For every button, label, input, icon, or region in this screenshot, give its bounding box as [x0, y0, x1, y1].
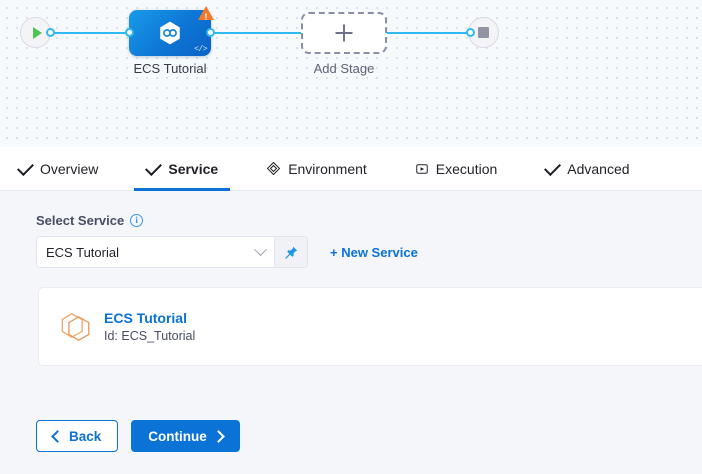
service-card-text: ECS Tutorial Id: ECS_Tutorial [104, 310, 195, 343]
tab-execution[interactable]: Execution [415, 147, 497, 191]
tab-advanced-label: Advanced [567, 160, 630, 177]
service-select-value: ECS Tutorial [46, 244, 119, 260]
connector-add-to-end [384, 32, 472, 34]
pipeline-canvas[interactable]: ! </> ECS Tutorial Add Stage [0, 0, 702, 147]
back-button-label: Back [69, 428, 102, 444]
check-icon [17, 158, 34, 176]
tab-service-label: Service [168, 160, 219, 177]
code-badge-icon[interactable]: </> [194, 45, 207, 54]
plus-icon-vertical [343, 24, 345, 42]
diamond-icon [266, 161, 281, 176]
service-card-id: Id: ECS_Tutorial [104, 329, 196, 343]
back-button[interactable]: Back [36, 420, 119, 452]
tab-overview-label: Overview [40, 160, 99, 177]
form-actions: Back Continue [36, 420, 240, 452]
service-hexagon-icon [61, 312, 90, 341]
add-stage-label: Add Stage [313, 61, 375, 76]
add-stage-button[interactable] [301, 12, 387, 54]
service-card-title[interactable]: ECS Tutorial [104, 310, 187, 326]
stage-node-label: ECS Tutorial [133, 61, 207, 76]
tab-service[interactable]: Service [134, 147, 230, 191]
pin-button[interactable] [274, 237, 307, 267]
connector-stage-to-add [208, 32, 306, 34]
tab-environment[interactable]: Environment [266, 147, 367, 191]
harness-service-icon [160, 21, 180, 45]
play-box-icon [415, 162, 429, 176]
start-output-port[interactable] [46, 28, 55, 37]
chevron-right-icon [211, 429, 225, 443]
pin-icon [284, 246, 297, 259]
select-service-label: Select Service [36, 213, 125, 228]
pipeline-end-node[interactable] [468, 17, 499, 48]
new-service-button[interactable]: + New Service [330, 244, 418, 260]
pipeline-start-node[interactable] [20, 17, 51, 48]
service-select-value-area[interactable]: ECS Tutorial [37, 237, 274, 267]
stage-output-port[interactable] [206, 28, 215, 37]
check-icon [544, 158, 562, 176]
select-service-label-row: Select Service i [36, 213, 702, 228]
tab-environment-label: Environment [288, 160, 367, 177]
warning-glyph: ! [204, 12, 208, 22]
service-select-row: ECS Tutorial + New Service [36, 236, 702, 268]
service-select[interactable]: ECS Tutorial [36, 236, 308, 268]
tab-advanced[interactable]: Advanced [544, 147, 630, 191]
service-card[interactable]: ECS Tutorial Id: ECS_Tutorial [38, 287, 702, 366]
stage-node-ecs-tutorial[interactable]: ! </> [129, 6, 214, 56]
service-form-panel: Select Service i ECS Tutorial + New Serv… [0, 191, 702, 474]
tab-overview[interactable]: Overview [17, 147, 99, 191]
continue-button-label: Continue [148, 428, 207, 444]
play-icon [32, 26, 42, 39]
chevron-down-icon [254, 242, 267, 256]
tab-execution-label: Execution [435, 160, 498, 177]
connector-start-to-stage [46, 32, 134, 34]
info-icon[interactable]: i [130, 214, 144, 227]
check-icon [145, 158, 163, 176]
end-input-port[interactable] [466, 28, 475, 37]
stage-input-port[interactable] [125, 28, 134, 37]
warning-triangle-icon [198, 6, 214, 20]
stop-icon [478, 27, 489, 38]
continue-button[interactable]: Continue [131, 420, 240, 452]
chevron-left-icon [51, 429, 64, 443]
stage-tabs: Overview Service Environment Execution A… [0, 147, 702, 191]
